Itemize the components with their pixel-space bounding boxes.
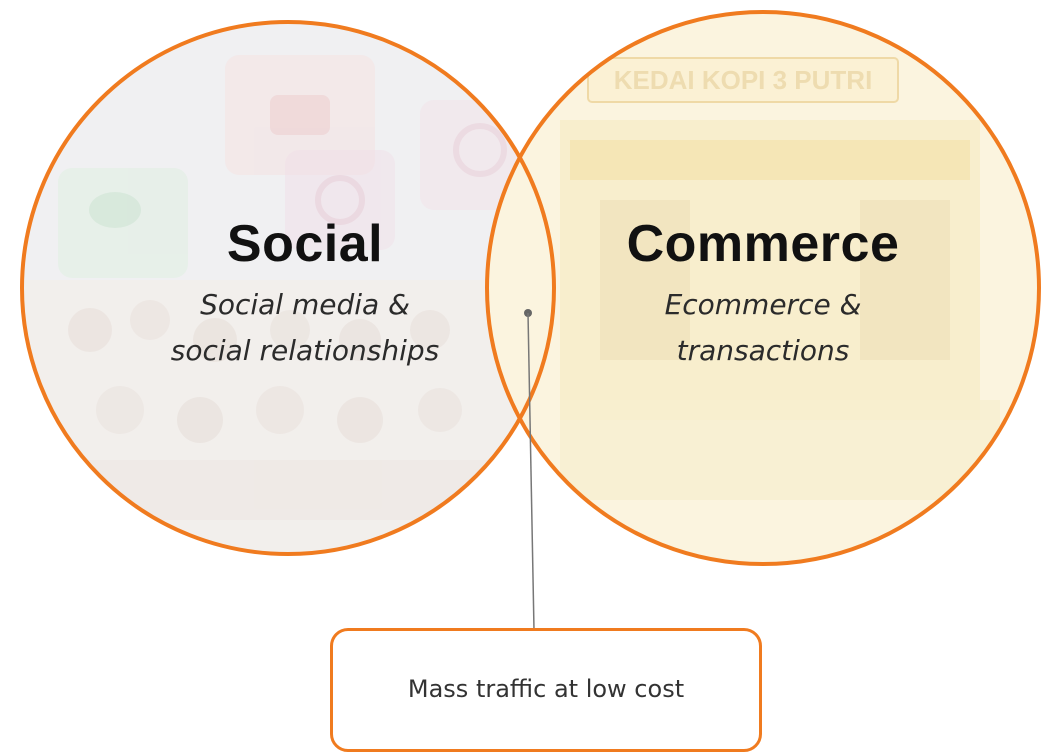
crowd-photo (68, 300, 500, 520)
shop-sign-text: KEDAI KOPI 3 PUTRI (614, 65, 873, 95)
social-title: Social (226, 215, 384, 273)
commerce-circle-background: KEDAI KOPI 3 PUTRI (487, 12, 1039, 564)
social-subtitle-line: social relationships (170, 334, 440, 367)
connector-line (527, 312, 535, 631)
social-circle-background (22, 22, 554, 554)
app-icon-cube-camera (285, 150, 395, 250)
commerce-subtitle: Ecommerce & transactions (613, 282, 913, 374)
callout-box: Mass traffic at low cost (330, 628, 762, 752)
app-icon-cube-video (225, 55, 375, 175)
app-icon-cube-chat (58, 168, 188, 278)
commerce-title: Commerce (626, 215, 900, 273)
commerce-subtitle-line: transactions (676, 334, 850, 367)
commerce-subtitle-line: Ecommerce & (664, 288, 862, 321)
commerce-circle (485, 10, 1041, 566)
social-circle (20, 20, 556, 556)
social-subtitle: Social media & social relationships (105, 282, 505, 374)
callout-text: Mass traffic at low cost (407, 675, 685, 703)
social-subtitle-line: Social media & (200, 288, 410, 321)
